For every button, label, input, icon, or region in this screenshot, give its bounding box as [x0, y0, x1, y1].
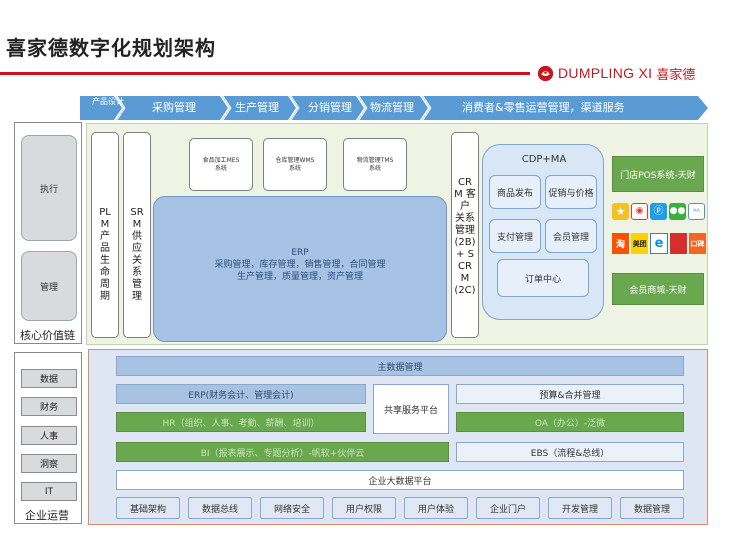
- banner-item-retail: 消费者&零售运营管理，渠道服务: [462, 101, 625, 114]
- srm-label: SRM 供应 关系 管理: [130, 207, 144, 302]
- ops-item-data: 数据: [21, 369, 77, 388]
- srm-column: SRM 供应 关系 管理: [123, 132, 151, 338]
- wms-label: 仓库管理WMS 系统: [275, 156, 315, 172]
- oa-bar: OA（办公）-泛微: [456, 412, 684, 432]
- taobao-icon: 淘: [612, 233, 630, 254]
- wms-box: 仓库管理WMS 系统: [263, 138, 327, 191]
- erp-line-2: 生产管理，质量管理，资产管理: [236, 272, 363, 282]
- enterprise-ops-label: 企业运营: [25, 509, 69, 522]
- cdp-item-membership: 会员管理: [545, 219, 597, 253]
- delivery-apps-row: 淘 美团 e 口碑: [612, 233, 706, 257]
- master-data-bar: 主数据管理: [116, 356, 684, 376]
- social-apps-row: ★ ◉ ⓟ ●● ᴬᴬ: [612, 203, 706, 225]
- eleme-icon: e: [650, 233, 668, 254]
- infra-item-architecture: 基础架构: [116, 497, 180, 519]
- erp-line-1: 采购管理，库存管理，销售管理，合同管理: [214, 260, 386, 270]
- management-box: 管理: [21, 251, 77, 321]
- infrastructure-row: 基础架构 数据总线 网络安全 用户权限 用户体验 企业门户 开发管理 数据管理: [116, 497, 684, 519]
- crm-column: CRM 客户 关系 管理 (2B) + SCRM (2C): [451, 132, 479, 338]
- bi-bar: BI（报表展示、专题分析）-帆软+伙伴云: [116, 442, 449, 462]
- cdp-item-order-center: 订单中心: [497, 259, 589, 297]
- shared-service-box: 共享服务平台: [373, 384, 449, 434]
- ebs-bar: EBS（流程&总线）: [456, 442, 684, 462]
- infra-item-data-management: 数据管理: [620, 497, 684, 519]
- mes-label: 食品加工MES 系统: [202, 156, 240, 172]
- koubei-icon: [669, 233, 687, 254]
- page-title: 喜家德数字化规划架构: [6, 36, 216, 60]
- infra-item-network-security: 网络安全: [260, 497, 324, 519]
- cdp-ma-container: CDP+MA 商品发布 促销与价格 支付管理 会员管理 订单中心: [482, 144, 604, 320]
- crm-label: CRM 客户 关系 管理 (2B) + SCRM (2C): [454, 177, 476, 296]
- dumpling-logo-icon: [537, 65, 554, 81]
- ops-item-insight: 洞察: [21, 454, 77, 473]
- store-pos-box: 门店POS系统-天财: [612, 156, 704, 192]
- tms-box: 物流管理TMS 系统: [343, 138, 407, 191]
- ops-item-finance: 财务: [21, 397, 77, 416]
- alipay-icon: ⓟ: [650, 203, 667, 220]
- brand-name: DUMPLING XI: [558, 65, 653, 81]
- banner-item-distribution: 分销管理: [308, 101, 352, 114]
- erp-finance-bar: ERP(财务会计、管理会计): [116, 384, 366, 404]
- plm-label: PLM 产品 生命 周期: [99, 207, 111, 302]
- title-divider: [0, 72, 530, 75]
- banner-item-logistics: 物流管理: [370, 101, 414, 114]
- banner-arrows: [80, 96, 708, 120]
- ops-item-hr: 人事: [21, 426, 77, 445]
- star-app-icon: ★: [612, 203, 629, 220]
- tms-label: 物流管理TMS 系统: [356, 156, 394, 172]
- infra-item-user-experience: 用户体验: [404, 497, 468, 519]
- cdp-item-payment: 支付管理: [489, 219, 541, 253]
- cdp-item-promotion-price: 促销与价格: [545, 175, 597, 209]
- app-tile-icon: 口碑: [688, 233, 706, 254]
- infra-item-data-bus: 数据总线: [188, 497, 252, 519]
- banner-item-production: 生产管理: [235, 101, 279, 114]
- core-value-chain-panel: 执行 管理 核心价值链: [14, 122, 82, 344]
- erp-box: ERP 采购管理，库存管理，销售管理，合同管理 生产管理，质量管理，资产管理: [153, 196, 447, 342]
- infra-item-dev-management: 开发管理: [548, 497, 612, 519]
- wechat-icon: ●●: [669, 203, 686, 220]
- member-mall-box: 会员商城-天财: [612, 273, 704, 305]
- infra-item-portal: 企业门户: [476, 497, 540, 519]
- meituan-icon: 美团: [631, 233, 649, 254]
- cdp-item-product-release: 商品发布: [489, 175, 541, 209]
- core-value-chain-label: 核心价值链: [20, 329, 75, 342]
- ops-item-it: IT: [21, 482, 77, 501]
- banner-item-procurement: 采购管理: [152, 101, 196, 114]
- value-chain-banner: 产品设计 采购管理 生产管理 分销管理 物流管理 消费者&零售运营管理，渠道服务: [80, 96, 708, 120]
- execution-box: 执行: [21, 135, 77, 241]
- fan-icon: ᴬᴬ: [688, 203, 705, 220]
- enterprise-systems-area: [88, 349, 708, 525]
- mes-box: 食品加工MES 系统: [189, 138, 253, 191]
- brand-cn-name: 喜家德: [656, 67, 696, 83]
- brand-logo-group: DUMPLING XI 喜家德: [537, 63, 695, 83]
- big-data-platform-bar: 企业大数据平台: [116, 470, 684, 490]
- cdp-title: CDP+MA: [521, 154, 567, 165]
- plm-column: PLM 产品 生命 周期: [91, 132, 119, 338]
- weibo-icon: ◉: [631, 203, 648, 220]
- erp-title: ERP: [291, 248, 309, 258]
- enterprise-ops-panel: 数据 财务 人事 洞察 IT 企业运营: [14, 352, 82, 524]
- budget-bar: 预算&合并管理: [456, 384, 684, 404]
- infra-item-user-permissions: 用户权限: [332, 497, 396, 519]
- banner-item-design: 产品设计: [92, 97, 124, 106]
- hr-bar: HR（组织、人事、考勤、薪酬、培训）: [116, 412, 366, 432]
